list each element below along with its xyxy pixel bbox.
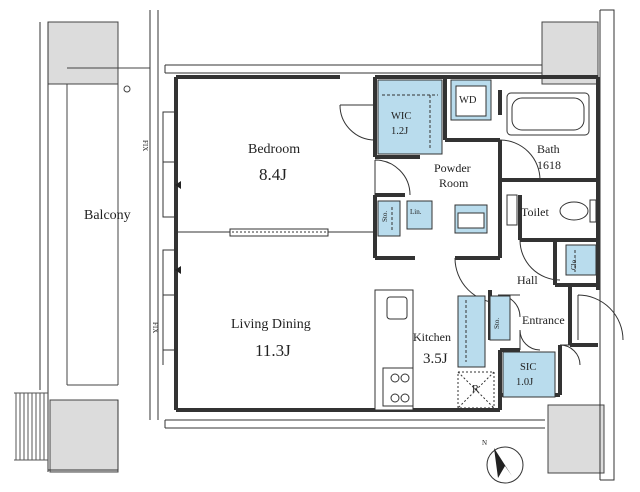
balcony-label: Balcony	[84, 208, 131, 223]
compass-icon	[486, 446, 524, 484]
kitchen-counter	[374, 289, 414, 411]
kitchen-size: 3.5J	[423, 351, 448, 367]
entrance-label: Entrance	[522, 313, 565, 327]
powder-label-1: Powder	[434, 161, 471, 175]
wic-label: WIC	[391, 111, 412, 122]
refrigerator-label: R	[472, 384, 480, 395]
door-swings	[339, 104, 624, 366]
blue-fixtures	[377, 79, 597, 398]
bedroom-label: Bedroom	[248, 142, 301, 157]
kitchen-label: Kitchen	[413, 330, 451, 344]
bath-size: 1618	[537, 158, 561, 172]
closet-rails	[382, 94, 576, 362]
living-label: Living Dining	[231, 317, 311, 332]
toilet-label: Toilet	[521, 205, 549, 219]
closet-label: Clo.	[570, 258, 578, 270]
window-markers	[175, 181, 181, 274]
bedroom-size: 8.4J	[259, 165, 287, 184]
wic-size: 1.2J	[391, 126, 409, 137]
sic-label: SIC	[520, 362, 537, 373]
balcony-rail	[66, 67, 150, 386]
powder-label-2: Room	[439, 176, 469, 190]
storage-label-1: Sto.	[381, 210, 389, 222]
linen-label: Lin.	[410, 208, 422, 216]
balcony-grating	[14, 392, 48, 461]
sic-size: 1.0J	[516, 377, 534, 388]
wd-label: WD	[459, 95, 477, 107]
bath-label: Bath	[537, 142, 560, 156]
window-frames	[162, 111, 375, 365]
structure-lines	[39, 9, 615, 481]
hall-label: Hall	[517, 273, 538, 287]
toilet-fixture	[506, 194, 597, 226]
refrigerator	[457, 371, 495, 409]
storage-label-2: Sto.	[493, 317, 501, 329]
fix-label-2: FIX	[151, 322, 159, 334]
fix-label-1: FIX	[141, 140, 149, 152]
bathtub	[506, 92, 590, 136]
living-size: 11.3J	[255, 341, 291, 360]
north-label: N	[482, 439, 488, 447]
exterior-structures	[47, 21, 605, 474]
